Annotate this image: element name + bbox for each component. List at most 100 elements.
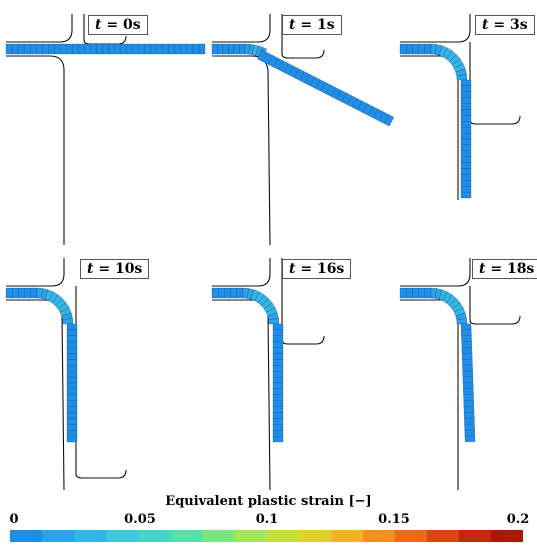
mesh-cell [5,287,13,299]
mesh-cell [460,109,472,116]
mesh-cell [418,287,425,299]
mesh-cell [460,91,472,98]
mesh-cell [66,388,78,395]
mesh-cell [66,347,78,354]
colorbar-segment [490,530,523,542]
colorbar [10,530,523,542]
mesh-cell [272,323,284,331]
mesh-cell [132,43,139,55]
mesh-cell [66,341,78,348]
mesh-cell [272,341,284,348]
mesh-cell [460,132,472,140]
mesh-cell [464,417,475,425]
mesh-cell [11,43,19,55]
mesh-cell [120,43,127,55]
mesh-cell [66,359,78,366]
mesh-cell [60,43,67,55]
colorbar-tick-3: 0.15 [378,512,410,527]
mesh-cell [66,365,78,372]
mesh-cell [412,287,419,299]
mesh-cell [460,144,472,151]
mesh-cell [222,43,229,55]
mesh-cell [460,191,472,199]
colorbar-segment [426,530,459,542]
mesh-cell [66,43,73,55]
mesh-cell [186,43,194,55]
mesh-cell [150,43,157,55]
mesh-cell [48,43,55,55]
mesh-cell [406,43,413,55]
mesh-cell [12,287,19,299]
mesh-cell [462,376,474,384]
colorbar-segment [458,530,491,542]
mesh-cell [272,418,284,425]
tool-outline [6,258,65,287]
mesh-cell [460,186,472,193]
mesh-cell [460,115,472,122]
mesh-cell [54,43,61,55]
tool-outline [469,42,521,125]
drop-strip [460,323,476,443]
panel-5 [399,258,521,490]
panel-0 [5,14,206,245]
mesh-cell [464,435,476,443]
mesh-cell [272,388,284,395]
colorbar-tick-2: 0.1 [255,512,279,527]
panel-2 [399,14,521,200]
tool-outline [212,258,271,287]
colorbar-segment [106,530,139,542]
mesh-cell [460,323,472,331]
mesh-cell [66,335,78,342]
mesh-cell [66,418,78,425]
mesh-cell [461,353,473,360]
mesh-cell [180,43,188,55]
mesh-cell [114,43,121,55]
mesh-cell [399,43,407,55]
mesh-cell [84,43,91,55]
mesh-cell [23,43,31,55]
mesh-cell [66,435,78,443]
mesh-cell [96,43,103,55]
time-label-0: t = 0s [88,15,148,35]
mesh-cell [236,287,244,299]
mesh-cell [66,376,78,384]
colorbar-segment [394,530,427,542]
mesh-cell [78,43,85,55]
mesh-cell [211,287,219,299]
mesh-cell [224,287,231,299]
mesh-cell [24,287,31,299]
mesh-cell [272,329,284,336]
mesh-cell [66,329,78,336]
mesh-cell [464,423,475,431]
mesh-cell [462,382,474,389]
mesh-cell [192,43,200,55]
mesh-cell [462,370,473,378]
mesh-cell [464,429,476,437]
mesh-cell [218,287,225,299]
mesh-cell [230,287,237,299]
colorbar-segment [266,530,299,542]
panel-4 [211,258,325,491]
mesh-cell [66,430,78,437]
time-label-1: t = 1s [282,15,342,35]
colorbar-segment [362,530,395,542]
mesh-cell [18,287,25,299]
mesh-cell [406,287,413,299]
mesh-cell [90,43,97,55]
mesh-cell [217,43,224,55]
colorbar-segment [170,530,203,542]
mesh-cell [66,382,78,390]
mesh-cell [460,79,472,87]
tool-outline [212,299,271,491]
mesh-cell [272,335,284,342]
mesh-cell [108,43,115,55]
mesh-cell [272,406,284,413]
mesh-cell [102,43,109,55]
mesh-cell [460,174,472,181]
mesh-cell [460,150,472,157]
colorbar-segment [74,530,107,542]
tool-outline [469,286,521,325]
mesh-cell [233,43,240,55]
tilted-strip [257,49,395,127]
